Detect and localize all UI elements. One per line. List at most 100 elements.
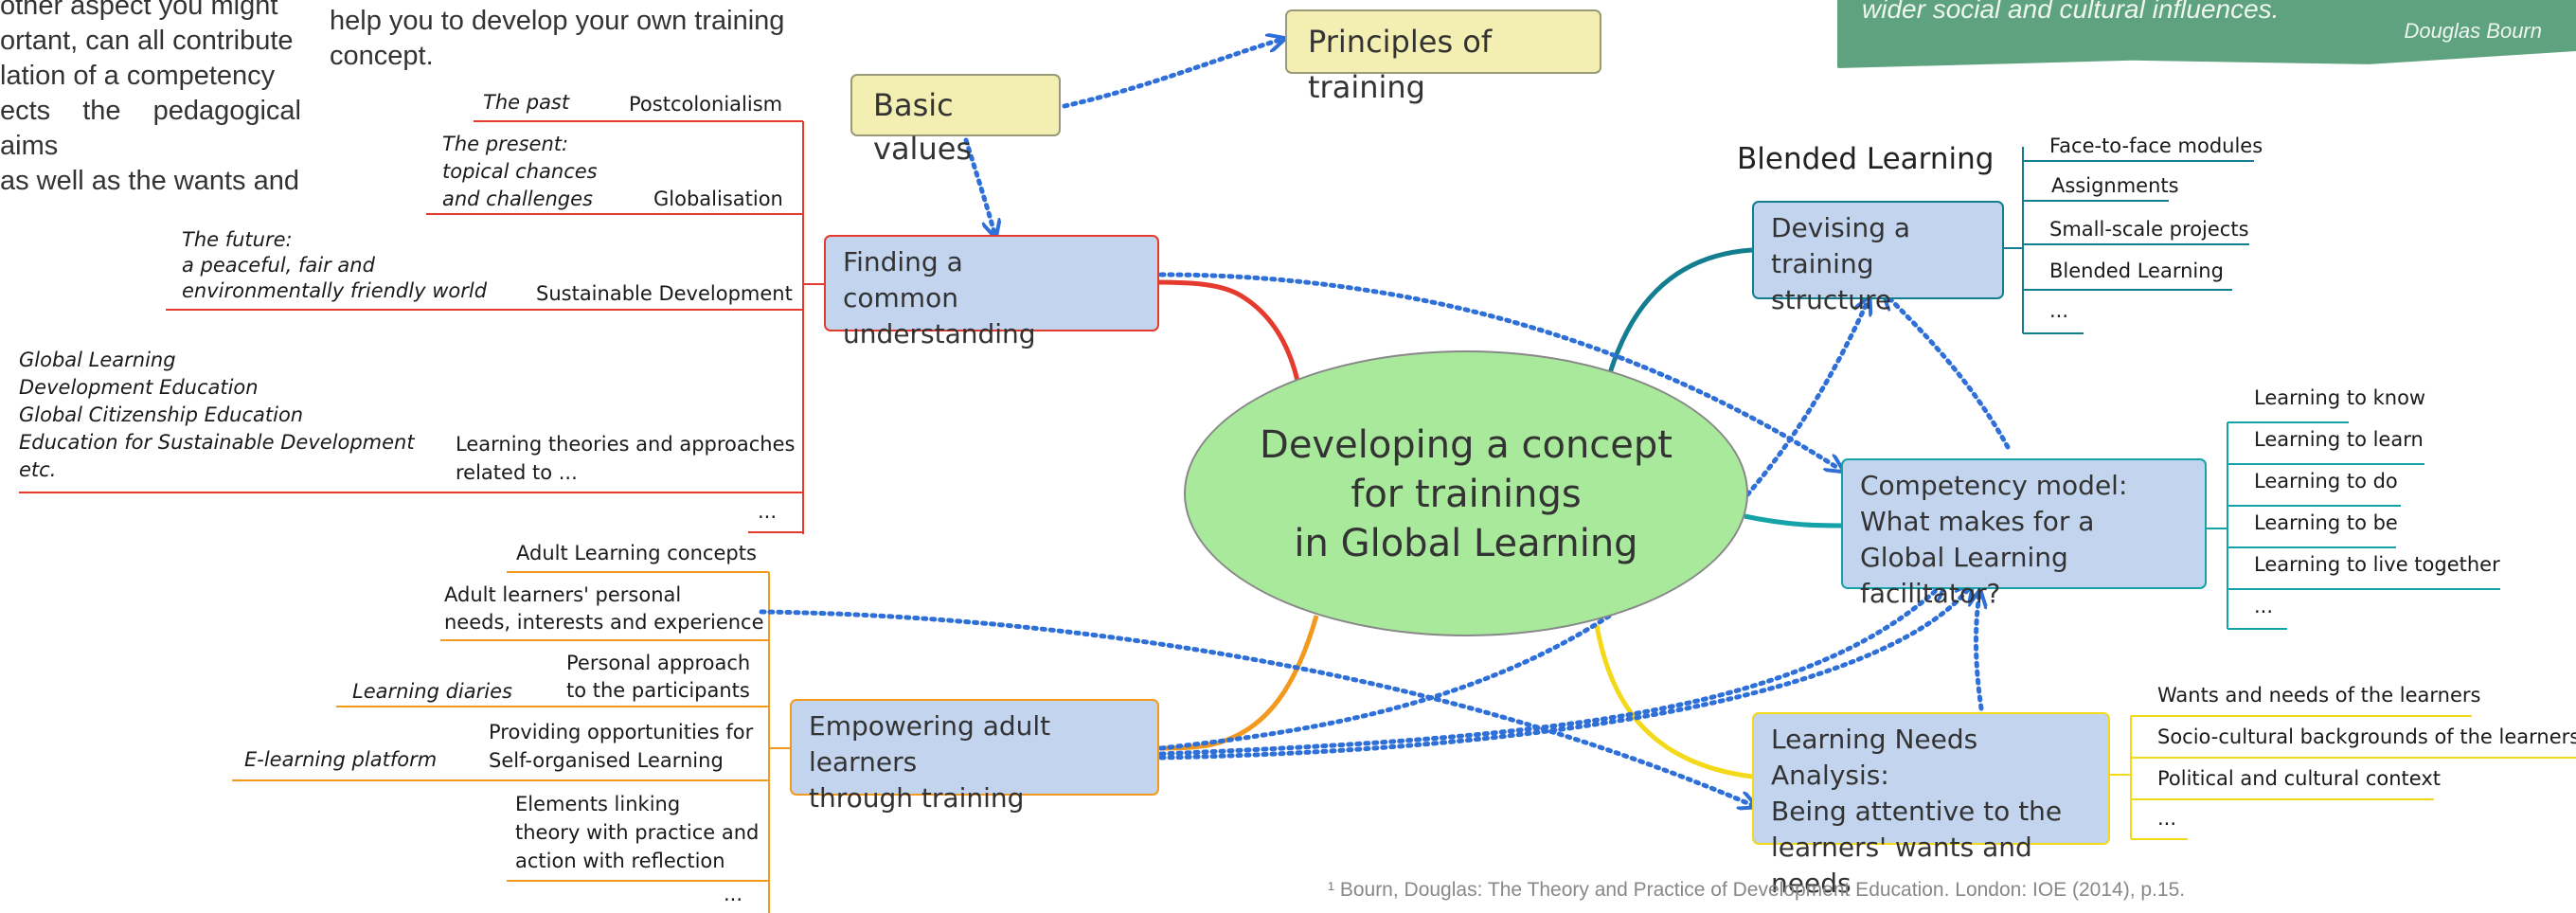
finding-line: Finding a — [843, 246, 963, 277]
quote-text: wider social and cultural influences. — [1862, 0, 2280, 24]
past-label: The past — [483, 91, 570, 114]
intro-left-line: ects the pedagogical aims — [0, 96, 301, 161]
needs-item: ... — [2157, 807, 2177, 830]
dotted-arrows — [759, 40, 2011, 805]
devising-item: ... — [2049, 299, 2069, 322]
approach-line: Global Citizenship Education — [19, 403, 304, 426]
competency-item: Learning to be — [2254, 511, 2398, 534]
empowering-branch-lines — [232, 571, 791, 913]
center-line: in Global Learning — [1294, 522, 1638, 565]
devising-training-structure-node[interactable]: Devising a training structure — [1752, 201, 2004, 315]
present-line: and challenges — [442, 188, 593, 210]
competency-item: ... — [2254, 595, 2274, 618]
theories-line: Learning theories and approaches — [456, 433, 796, 456]
finding-line: common understanding — [843, 282, 1036, 349]
present-line: The present: — [442, 133, 569, 155]
competency-branch-lines — [2207, 421, 2500, 630]
present-line: topical chances — [442, 160, 598, 183]
needs-item: Political and cultural context — [2157, 767, 2442, 790]
intro-mid-line: concept. — [330, 41, 434, 71]
intro-left-line: other aspect you might — [0, 0, 278, 21]
center-to-competency — [1744, 513, 1844, 528]
future-line: The future: — [182, 228, 293, 251]
intro-mid-text: help you to develop your own training co… — [330, 4, 803, 74]
needs-line: learners' wants and needs — [1771, 832, 2032, 899]
personal-approach-line: Personal approach — [566, 652, 751, 674]
center-line: for trainings — [1351, 473, 1582, 516]
sustainable-development-label: Sustainable Development — [536, 282, 793, 305]
elements-line: Elements linking — [515, 793, 681, 815]
providing-line: Self-organised Learning — [489, 749, 724, 772]
elements-linking-label: Elements linking theory with practice an… — [515, 790, 759, 875]
devising-item: Small-scale projects — [2049, 218, 2249, 241]
competency-item: Learning to do — [2254, 470, 2398, 492]
learning-diaries-label: Learning diaries — [352, 680, 512, 703]
approach-line: Global Learning — [19, 349, 176, 371]
finding-common-understanding-node[interactable]: Finding a common understanding — [824, 235, 1159, 349]
competency-item: Learning to learn — [2254, 428, 2424, 451]
competency-line: Global Learning facilitator? — [1860, 542, 2068, 609]
needs-item: Wants and needs of the learners — [2157, 684, 2481, 707]
devising-item: Face-to-face modules — [2049, 134, 2263, 157]
quote-banner: wider social and cultural influences. Do… — [1837, 0, 2576, 68]
personal-approach-label: Personal approach to the participants — [566, 650, 750, 705]
devising-branch-lines — [2004, 147, 2254, 334]
empowering-line: Empowering adult learners — [809, 710, 1051, 778]
intro-left-text: other aspect you might ortant, can all c… — [0, 0, 301, 199]
empowering-adult-learners-node[interactable]: Empowering adult learners through traini… — [790, 699, 1159, 814]
principles-of-training-node[interactable]: Principles of training — [1285, 9, 1601, 105]
intro-mid-line: help you to develop your own training — [330, 6, 785, 36]
globalisation-label: Globalisation — [653, 188, 783, 210]
center-to-empowering — [1156, 615, 1319, 751]
needs-branch-lines — [2108, 715, 2576, 840]
approach-line: etc. — [19, 458, 57, 481]
needs-line: Learning Needs Analysis: — [1771, 724, 1978, 791]
personal-approach-line: to the participants — [566, 679, 750, 702]
basic-values-label: Basic values — [873, 87, 973, 167]
devising-line: training structure — [1771, 248, 1892, 315]
competency-line: Competency model: — [1860, 470, 2128, 501]
needs-item: Socio-cultural backgrounds of the learne… — [2157, 725, 2576, 748]
elements-line: action with reflection — [515, 850, 725, 872]
footnote: ¹ Bourn, Douglas: The Theory and Practic… — [1328, 879, 2186, 901]
devising-item: Blended Learning — [2049, 260, 2224, 282]
finding-branch-lines — [19, 120, 824, 534]
center-to-finding — [1154, 279, 1300, 382]
blended-learning-title: Blended Learning — [1737, 142, 1995, 176]
future-line: a peaceful, fair and — [182, 254, 375, 277]
center-to-needs — [1594, 624, 1753, 779]
competency-model-node[interactable]: Competency model: What makes for a Globa… — [1841, 458, 2207, 609]
adult-learning-concepts-label: Adult Learning concepts — [516, 542, 757, 564]
intro-left-line: ortant, can all contribute — [0, 26, 294, 56]
empowering-line: through training — [809, 782, 1025, 814]
intro-left-line: lation of a competency — [0, 61, 276, 91]
principles-label: Principles of training — [1308, 24, 1493, 105]
competency-item: Learning to live together — [2254, 553, 2500, 576]
center-topic-text: Developing a concept for trainings in Gl… — [1186, 421, 1746, 568]
elements-line: theory with practice and — [515, 821, 760, 844]
elearning-platform-label: E-learning platform — [244, 748, 438, 771]
global-learning-approaches-list: Global Learning Development Education Gl… — [19, 347, 415, 484]
devising-item: Assignments — [2051, 174, 2179, 197]
providing-opportunities-label: Providing opportunities for Self-organis… — [489, 718, 753, 775]
learning-theories-label: Learning theories and approaches related… — [456, 430, 795, 487]
intro-left-line: as well as the wants and — [0, 166, 299, 196]
needs-line: Being attentive to the — [1771, 796, 2063, 827]
postcolonialism-label: Postcolonialism — [629, 93, 783, 116]
basic-values-node[interactable]: Basic values — [850, 74, 1061, 167]
learning-needs-analysis-node[interactable]: Learning Needs Analysis: Being attentive… — [1752, 712, 2110, 899]
empowering-more-label: ... — [724, 883, 743, 905]
future-line: environmentally friendly world — [182, 279, 488, 302]
center-to-devising — [1607, 247, 1753, 374]
devising-line: Devising a — [1771, 212, 1911, 243]
future-label: The future: a peaceful, fair and environ… — [182, 227, 487, 304]
competency-item: Learning to know — [2254, 386, 2426, 409]
personal-needs-label: Adult learners' personal needs, interest… — [444, 582, 764, 636]
approach-line: Education for Sustainable Development — [19, 431, 415, 454]
present-label: The present: topical chances and challen… — [442, 131, 598, 213]
competency-line: What makes for a — [1860, 506, 2095, 537]
center-line: Developing a concept — [1260, 423, 1673, 467]
center-topic-node[interactable]: Developing a concept for trainings in Gl… — [1184, 350, 1748, 636]
quote-author: Douglas Bourn — [2404, 19, 2542, 43]
